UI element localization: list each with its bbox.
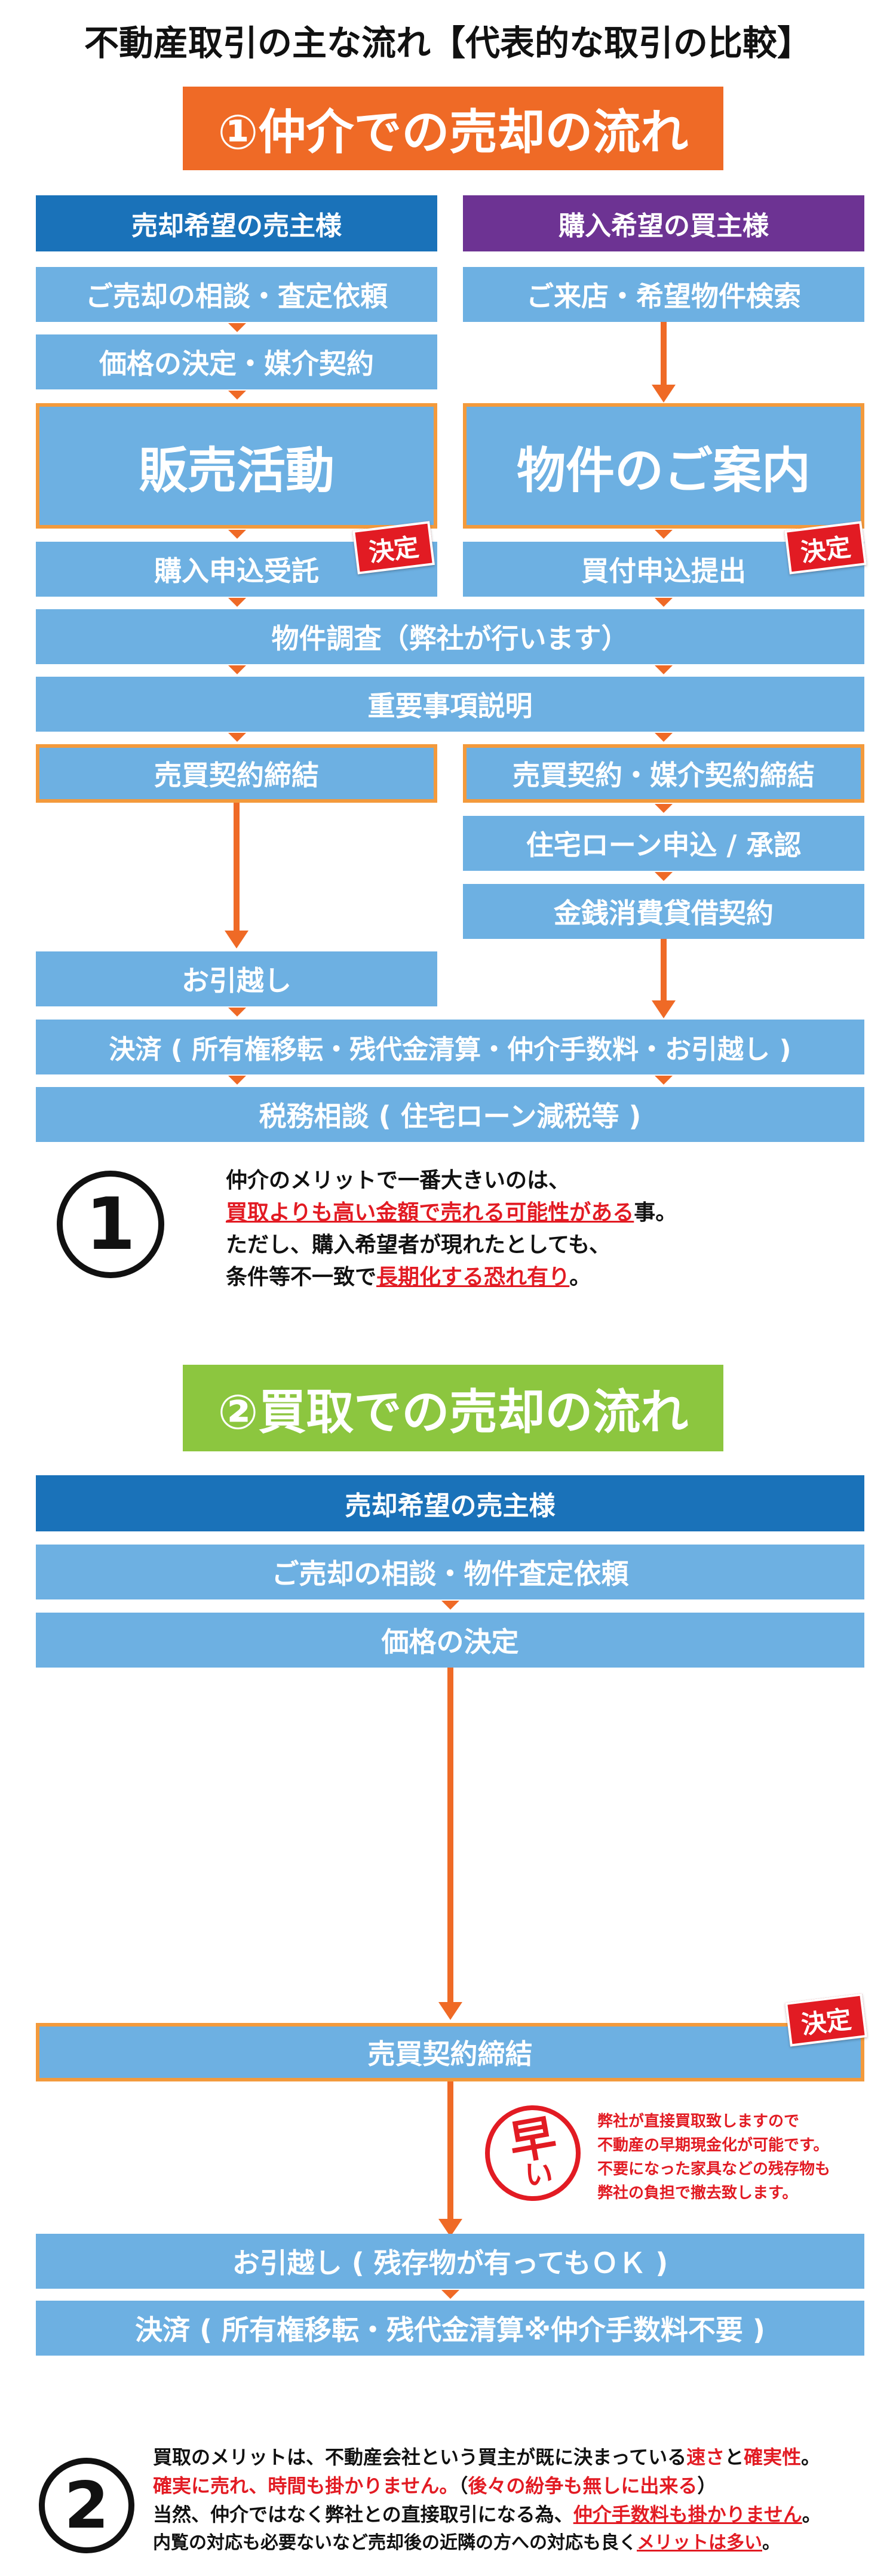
- seller-contract-step: 売買契約締結: [36, 744, 437, 803]
- note2-line4: 内覧の対応も必要ないなど売却後の近隣の方への対応も良くメリットは多い。: [153, 2532, 780, 2553]
- flow-arrow: [655, 733, 673, 742]
- buyer-header: 購入希望の買主様: [463, 195, 864, 251]
- flow-arrow: [228, 598, 246, 607]
- flow-arrow-line: [447, 1668, 453, 2008]
- important-matters-step: 重要事項説明: [36, 677, 864, 732]
- flow-arrow: [228, 1008, 246, 1017]
- sales-activity-step: 販売活動: [36, 403, 437, 529]
- flow-arrow-head: [652, 385, 676, 403]
- flow-arrow: [655, 665, 673, 674]
- page-title: 不動産取引の主な流れ【代表的な取引の比較】: [84, 23, 812, 63]
- flow-arrow-line: [661, 322, 667, 391]
- flow-arrow: [441, 2290, 459, 2299]
- flow-arrow-line: [234, 803, 240, 937]
- note1-highlight: 買取よりも高い金額で売れる可能性がある: [226, 1201, 634, 1225]
- flow-arrow-line: [661, 939, 667, 1006]
- decided-badge: 決定: [784, 521, 867, 575]
- seller-header: 売却希望の売主様: [36, 195, 437, 251]
- note1-line1: 仲介のメリットで一番大きいのは、: [226, 1168, 570, 1193]
- fast-stamp-icon: 早 い: [485, 2105, 581, 2201]
- seller-price-step: 価格の決定・媒介契約: [36, 334, 437, 389]
- flow-arrow: [228, 665, 246, 674]
- property-survey-step: 物件調査（弊社が行います）: [36, 609, 864, 664]
- loan-contract-step: 金銭消費貸借契約: [463, 884, 864, 939]
- note-number-1: 1: [57, 1171, 164, 1278]
- settlement-step: 決済 ( 所有権移転・残代金清算・仲介手数料・お引越し ): [36, 1020, 864, 1074]
- stamp-note-line3: 不要になった家具などの残存物も: [597, 2160, 831, 2178]
- stamp-note-line4: 弊社の負担で撤去致します。: [597, 2184, 798, 2202]
- flow-arrow: [228, 323, 246, 332]
- section2-seller-header: 売却希望の売主様: [36, 1475, 864, 1531]
- flow-arrow-head: [225, 931, 248, 948]
- note2-line1: 買取のメリットは、不動産会社という買主が既に決まっている速さと確実性。: [153, 2446, 821, 2468]
- note1-line4: 条件等不一致で長期化する恐れ有り。: [226, 1265, 591, 1289]
- flow-arrow: [228, 391, 246, 400]
- section2-price-step: 価格の決定: [36, 1613, 864, 1668]
- flow-arrow: [655, 530, 673, 539]
- buyer-visit-step: ご来店・希望物件検索: [463, 267, 864, 322]
- decided-badge: 決定: [352, 521, 435, 575]
- moving-step: お引越し: [36, 951, 437, 1006]
- note2-line3: 当然、仲介ではなく弊社との直接取引になる為、仲介手数料も掛かりません。: [153, 2503, 821, 2526]
- note2-line2: 確実に売れ、時間も掛かりません。（後々の紛争も無しに出来る）: [153, 2474, 717, 2497]
- seller-consult-step: ご売却の相談・査定依頼: [36, 267, 437, 322]
- loan-application-step: 住宅ローン申込 / 承認: [463, 816, 864, 871]
- stamp-note-line1: 弊社が直接買取致しますので: [597, 2113, 800, 2130]
- flow-arrow: [228, 1076, 246, 1085]
- flow-arrow: [228, 733, 246, 742]
- stamp-note-line2: 不動産の早期現金化が可能です。: [597, 2136, 829, 2154]
- flow-arrow: [655, 872, 673, 881]
- flow-arrow: [228, 530, 246, 539]
- flow-arrow: [655, 1076, 673, 1085]
- note1-line2: 買取よりも高い金額で売れる可能性がある事。: [226, 1201, 677, 1225]
- buyer-contract-step: 売買契約・媒介契約締結: [463, 744, 864, 803]
- section2-consult-step: ご売却の相談・物件査定依頼: [36, 1545, 864, 1599]
- decided-badge: 決定: [784, 1993, 868, 2047]
- section2-title: ②買取での売却の流れ: [183, 1365, 723, 1451]
- note-number-2: 2: [39, 2458, 134, 2553]
- section2-settlement-step: 決済 ( 所有権移転・残代金清算※仲介手数料不要 ): [36, 2301, 864, 2356]
- property-tour-step: 物件のご案内: [463, 403, 864, 529]
- note1-warning: 長期化する恐れ有り: [376, 1265, 570, 1289]
- flow-arrow-head: [652, 1000, 676, 1018]
- flow-arrow-line: [447, 2081, 453, 2225]
- section2-moving-step: お引越し ( 残存物が有ってもＯＫ ): [36, 2234, 864, 2289]
- flow-arrow: [441, 1601, 459, 1610]
- section1-title: ①仲介での売却の流れ: [183, 87, 723, 170]
- section2-contract-step: 売買契約締結: [36, 2023, 864, 2081]
- flow-arrow: [655, 804, 673, 813]
- stamp-char-i: い: [524, 2158, 553, 2191]
- tax-consultation-step: 税務相談 ( 住宅ローン減税等 ): [36, 1087, 864, 1142]
- flow-arrow-head: [438, 2002, 462, 2020]
- note1-line3: ただし、購入希望者が現れたとしても、: [226, 1233, 611, 1257]
- flow-arrow: [655, 598, 673, 607]
